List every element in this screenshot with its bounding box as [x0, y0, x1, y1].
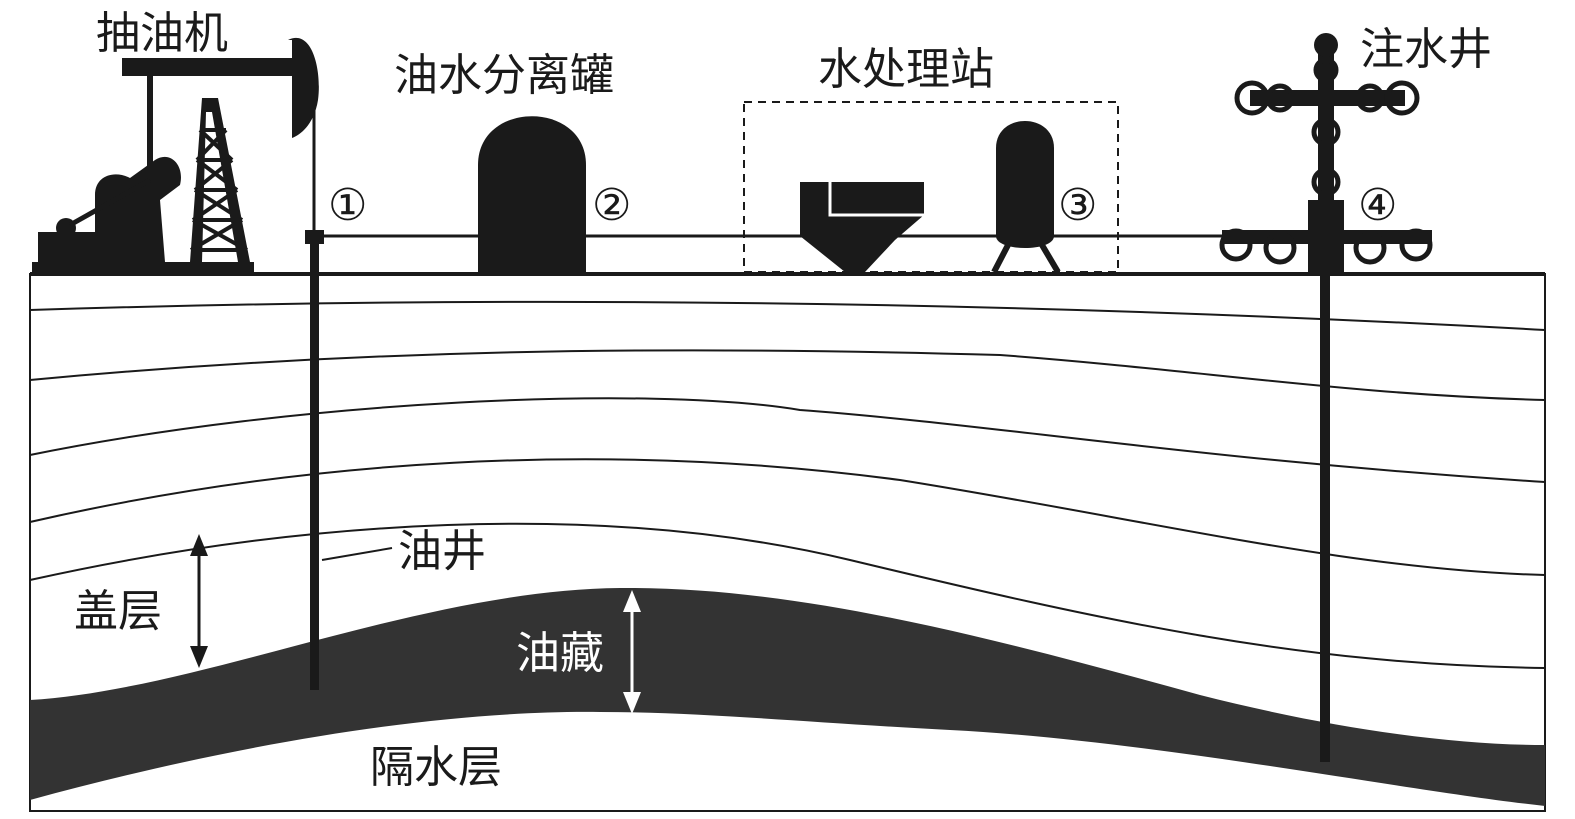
cap-rock-label: 盖层	[74, 586, 162, 637]
oil-well-label: 油井	[398, 526, 486, 577]
reservoir-arrow	[623, 590, 641, 714]
stratum-line-4	[29, 458, 1546, 576]
separator-tank	[478, 116, 586, 274]
stratum-line-1	[29, 300, 1546, 331]
cap-rock-arrow	[190, 534, 208, 668]
settling-hopper	[800, 182, 924, 272]
oil-reservoir-layer	[30, 587, 1545, 806]
marker-1: ①	[328, 180, 367, 231]
marker-4: ④	[1358, 180, 1397, 231]
oil-well-leader-line	[321, 547, 393, 561]
stratum-line-3	[29, 397, 1546, 483]
injection-well-label: 注水井	[1360, 24, 1492, 75]
oil-well-head	[305, 230, 324, 244]
stratum-line-2	[29, 349, 1546, 401]
injection-well-shaft	[1320, 270, 1330, 762]
marker-3: ③	[1058, 180, 1097, 231]
strata-layers	[29, 300, 1546, 669]
water-station-boundary	[743, 101, 1119, 273]
marker-2: ②	[592, 180, 631, 231]
aquiclude-label: 隔水层	[370, 742, 502, 793]
pump-jack-label: 抽油机	[96, 8, 228, 59]
stratum-line-5	[29, 522, 1546, 669]
reservoir-label: 油藏	[516, 628, 604, 679]
injection-wellhead	[1219, 33, 1433, 272]
water-station-label: 水处理站	[818, 44, 994, 95]
oil-well-shaft	[310, 232, 319, 690]
filter-vessel	[991, 121, 1061, 274]
separator-tank-label: 油水分离罐	[394, 50, 614, 101]
pump-jack	[32, 37, 319, 274]
